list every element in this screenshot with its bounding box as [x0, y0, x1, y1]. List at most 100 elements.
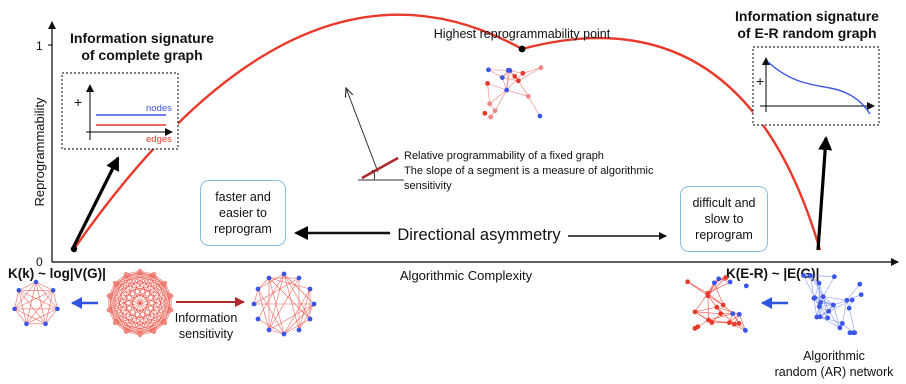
graph-node [716, 276, 722, 282]
graph-node [520, 70, 526, 76]
graph-edge [841, 300, 848, 324]
graph-node [816, 304, 822, 310]
graph-edge [707, 277, 726, 296]
graph-edge [108, 274, 127, 311]
graph-edge [257, 277, 270, 290]
graph-edge [257, 273, 285, 320]
right-inset-signature-curve [767, 61, 871, 115]
small-complete-graph-icon [12, 279, 60, 327]
graph-edge [257, 273, 285, 290]
info-sensitivity-line2: sensitivity [179, 327, 234, 341]
graph-node [168, 307, 174, 313]
left-formula: K(k) ~ log|V(G)| [8, 266, 106, 281]
info-sensitivity-line1: Information [175, 311, 238, 325]
graph-edge [14, 281, 37, 310]
graph-node [55, 306, 60, 312]
graph-edge [694, 293, 709, 313]
graph-edge [108, 295, 127, 332]
graph-edge [518, 80, 529, 97]
left-signature-title: Information signature of complete graph [52, 30, 232, 64]
graph-edge [803, 275, 820, 284]
graph-edge [108, 270, 141, 297]
annotation-line2: The slope of a segment is a measure of a… [404, 165, 654, 177]
graph-node [846, 305, 852, 311]
graph-edge [108, 295, 116, 324]
graph-edge [813, 298, 818, 318]
large-complete-graph-icon [106, 268, 174, 338]
graph-node [106, 307, 112, 313]
right-signature-title-line1: Information signature [735, 8, 879, 24]
graph-node [858, 292, 864, 298]
graph-node [482, 110, 488, 116]
graph-edge [126, 270, 141, 275]
graph-node [808, 273, 813, 278]
right-signature-title: Information signature of E-R random grap… [712, 8, 902, 42]
graph-node [730, 311, 736, 317]
graph-node [742, 328, 748, 333]
graph-edge [283, 288, 311, 335]
graph-node [525, 93, 531, 99]
graph-node [24, 321, 29, 327]
annotation-pointer [346, 88, 379, 173]
graph-edge [14, 290, 20, 309]
graph-edge [707, 281, 731, 294]
graph-edge [108, 273, 127, 297]
graph-edge [14, 308, 46, 325]
graph-edge [114, 282, 141, 336]
left-signature-title-line1: Information signature [70, 30, 214, 46]
graph-edge [714, 282, 724, 306]
graph-node [812, 295, 818, 301]
perturbed-random-graph-icon [685, 275, 749, 333]
graph-node [307, 316, 313, 322]
graph-edge [52, 290, 58, 309]
graph-edge [26, 290, 54, 325]
graph-edge [822, 296, 828, 318]
graph-node [266, 275, 272, 281]
graph-edge [14, 290, 54, 310]
graph-node [711, 280, 717, 286]
graph-node [123, 271, 129, 277]
graph-node [695, 324, 701, 330]
graph-edge [833, 304, 841, 328]
graph-edge [126, 322, 166, 333]
graph-node [106, 293, 112, 299]
y-axis-label: Reprogrammability [32, 97, 47, 207]
graph-node [801, 273, 806, 278]
graph-edge [488, 69, 503, 78]
left-signature-title-line2: of complete graph [81, 47, 203, 63]
graph-edge [35, 281, 54, 291]
left-box-line3: reprogram [214, 222, 272, 236]
graph-edge [494, 89, 507, 111]
graph-edge [114, 282, 155, 333]
graph-node [714, 304, 720, 310]
graph-node [251, 301, 257, 307]
graph-edge [298, 303, 315, 331]
graph-node [692, 309, 698, 315]
segment-icon [361, 156, 399, 180]
graph-edge [253, 288, 259, 305]
graph-node [168, 293, 174, 299]
graph-node [112, 280, 118, 286]
graph-edge [126, 273, 166, 284]
graph-edge [819, 316, 841, 329]
graph-edge [114, 273, 127, 284]
graph-edge [283, 273, 300, 331]
graph-edge [164, 282, 172, 297]
graph-edge [488, 69, 509, 71]
graph-edge [803, 275, 816, 298]
ar-network-line1: Algorithmic [803, 349, 865, 363]
peak-graph-icon [482, 65, 544, 120]
graph-edge [819, 316, 843, 324]
graph-edge [708, 313, 733, 321]
graph-edge [125, 273, 172, 297]
graph-edge [108, 309, 166, 324]
graph-node [844, 297, 850, 303]
graph-node [137, 268, 143, 274]
graph-node [504, 87, 510, 93]
graph-edge [283, 318, 311, 335]
graph-edge [716, 306, 740, 315]
graph-edge [848, 308, 856, 333]
graph-edge [26, 308, 58, 325]
graph-node [33, 279, 39, 285]
random-graph-icon [801, 273, 864, 336]
